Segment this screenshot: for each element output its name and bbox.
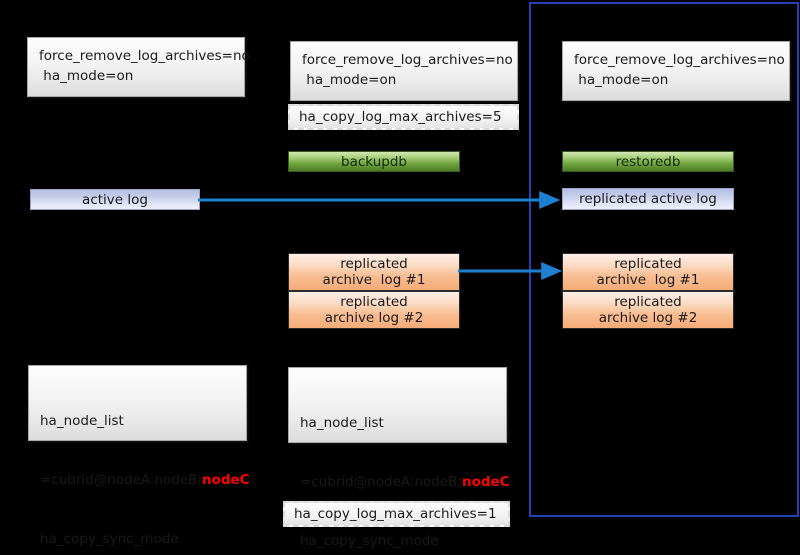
node-c-archive-1-line-1: replicated <box>614 255 682 272</box>
node-c-archive-2-line-1: replicated <box>614 293 682 310</box>
node-c-archive-2-line-2: archive log #2 <box>598 310 698 326</box>
node-a-nodec-highlight: nodeC <box>201 471 250 488</box>
node-a-active-log-label: active log <box>82 191 148 208</box>
node-c-archive-1-line-2: archive log #1 <box>596 272 700 288</box>
node-b-ha-copy-sync-mode-label: ha_copy_sync_mode <box>300 532 439 549</box>
active-log-replication-arrow <box>198 191 561 209</box>
node-b-max-archives-note: ha_copy_log_max_archives=5 <box>288 104 519 130</box>
restoredb-label: restoredb <box>615 153 681 170</box>
node-b-config-box: force_remove_log_archives=no ha_mode=on <box>290 41 518 101</box>
node-b-config-line-2: ha_mode=on <box>302 71 397 88</box>
node-b-archive-log-2: replicated archive log #2 <box>288 291 460 329</box>
node-c-replicated-active-log-bar: replicated active log <box>562 188 734 210</box>
backupdb-label: backupdb <box>341 153 407 170</box>
node-b-ha-node-list-value: =cubrid@nodeA:nodeB:nodeC <box>300 473 510 490</box>
node-c-archive-log-1: replicated archive log #1 <box>562 253 734 291</box>
node-c-config-line-2: ha_mode=on <box>574 71 669 88</box>
archive-log-replication-arrow <box>458 262 563 280</box>
node-a-ha-node-list-value: =cubrid@nodeA:nodeB:nodeC <box>40 471 250 488</box>
node-a-config-box: force_remove_log_archives=no ha_mode=on <box>27 37 250 97</box>
node-b-archive-2-line-1: replicated <box>340 293 408 310</box>
node-c-archive-log-2: replicated archive log #2 <box>562 291 734 329</box>
node-b-ha-node-list-label: ha_node_list <box>300 415 384 432</box>
node-a-node-list-box: ha_node_list =cubrid@nodeA:nodeB:nodeC h… <box>28 365 250 547</box>
node-b-max-archives-text: ha_copy_log_max_archives=5 <box>299 108 502 125</box>
node-b-bottom-max-archives-note: ha_copy_log_max_archives=1 <box>283 501 510 527</box>
node-a-config-line-2: ha_mode=on <box>39 67 134 84</box>
node-b-archive-2-line-2: archive log #2 <box>324 310 424 326</box>
node-a-config-line-1: force_remove_log_archives=no <box>39 48 250 64</box>
node-a-active-log-bar: active log <box>30 189 200 210</box>
node-b-archive-log-1: replicated archive log #1 <box>288 253 460 291</box>
node-c-config-line-1: force_remove_log_archives=no <box>574 52 785 68</box>
node-c-replicated-active-log-label: replicated active log <box>579 191 717 207</box>
node-b-nodec-highlight: nodeC <box>461 473 510 490</box>
node-b-config-line-1: force_remove_log_archives=no <box>302 52 513 68</box>
node-b-archive-1-line-1: replicated <box>340 255 408 272</box>
node-a-ha-copy-sync-mode-label: ha_copy_sync_mode <box>40 530 179 547</box>
node-b-node-list-box: ha_node_list =cubrid@nodeA:nodeB:nodeC h… <box>288 367 510 549</box>
node-b-archive-1-line-2: archive log #1 <box>322 272 426 288</box>
node-a-ha-node-list-label: ha_node_list <box>40 413 124 430</box>
node-c-scope-rectangle <box>529 2 799 517</box>
node-b-bottom-max-archives-text: ha_copy_log_max_archives=1 <box>294 505 497 522</box>
restoredb-button[interactable]: restoredb <box>562 151 734 172</box>
backupdb-button[interactable]: backupdb <box>288 151 460 172</box>
node-c-config-box: force_remove_log_archives=no ha_mode=on <box>562 41 790 101</box>
